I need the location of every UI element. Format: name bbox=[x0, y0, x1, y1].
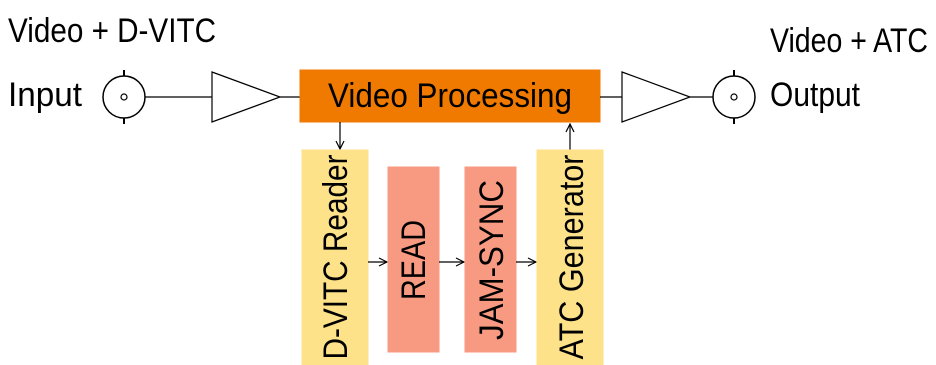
input-label-line1: Video + D-VITC bbox=[8, 12, 216, 50]
read-label: READ bbox=[395, 220, 433, 300]
video-processing-block bbox=[299, 69, 601, 123]
output-amplifier-icon bbox=[621, 71, 692, 123]
dvitc-reader-block bbox=[301, 149, 369, 365]
input-label-line2: Input bbox=[8, 76, 83, 114]
dvitc-reader-label: D-VITC Reader bbox=[317, 155, 355, 360]
video-processing-label: Video Processing bbox=[328, 77, 572, 115]
input-connector-icon bbox=[102, 70, 146, 124]
jamsync-block bbox=[464, 166, 517, 353]
atc-generator-label: ATC Generator bbox=[553, 155, 591, 360]
read-block bbox=[387, 166, 440, 353]
output-label-line1: Video + ATC bbox=[770, 22, 928, 60]
jamsync-label: JAM-SYNC bbox=[473, 180, 511, 340]
atc-generator-block bbox=[536, 149, 604, 365]
output-connector-icon bbox=[712, 70, 756, 124]
output-label-line2: Output bbox=[770, 76, 860, 114]
input-amplifier-icon bbox=[211, 71, 282, 123]
